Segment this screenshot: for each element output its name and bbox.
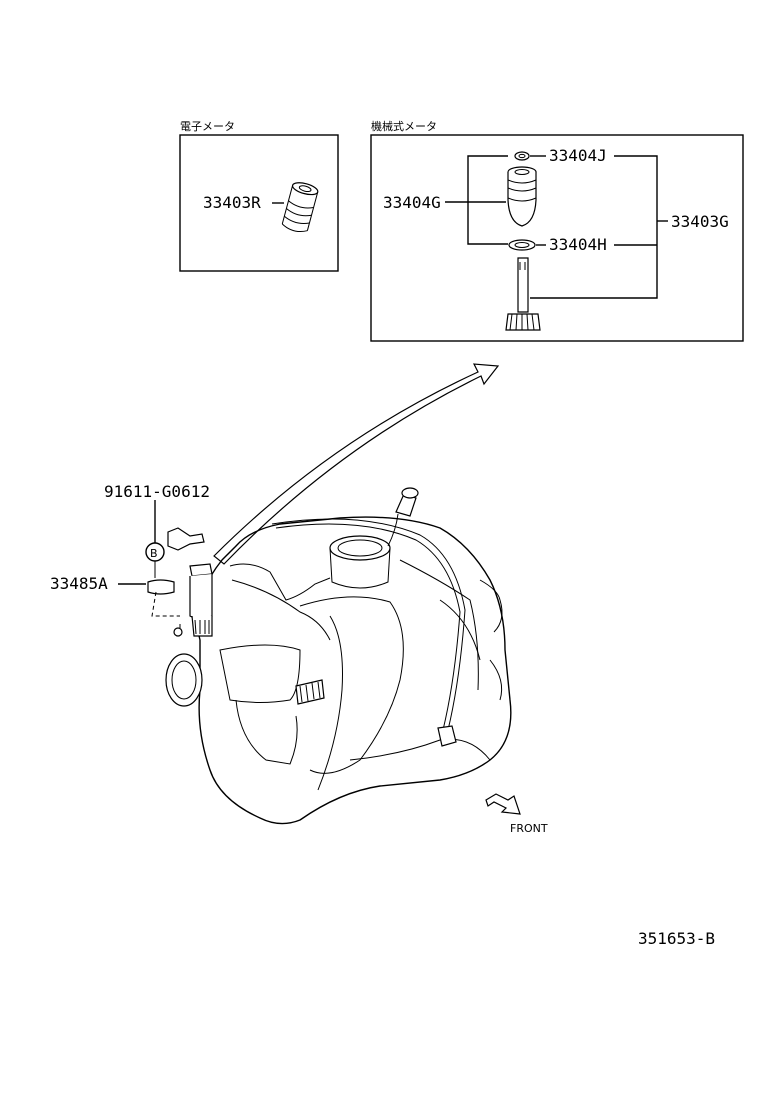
callout-33404J: 33404J [549, 146, 607, 165]
front-direction-arrow: FRONT [485, 793, 548, 835]
transmission-case [165, 487, 512, 825]
speedometer-driven-assembly [147, 527, 213, 637]
mechanical-meter-caption: 機械式メータ [371, 119, 437, 133]
mechanical-meter-frame [370, 134, 744, 342]
oring-33404H-part [508, 239, 536, 251]
ring-33404J-part [514, 151, 530, 161]
callout-91611-G0612: 91611-G0612 [104, 482, 210, 501]
lock-plate-33485A-part [147, 579, 175, 595]
callout-33485A: 33485A [50, 574, 108, 593]
electronic-meter-caption: 電子メータ [180, 120, 235, 133]
callout-B: B [150, 547, 158, 560]
bolt-91611-part [167, 527, 205, 551]
callout-33404G: 33404G [383, 193, 441, 212]
reference-b-marker: B [145, 500, 165, 578]
callout-33404H: 33404H [549, 235, 607, 254]
electronic-meter-box: 電子メータ 33403R [179, 120, 339, 272]
mechanical-meter-box: 機械式メータ 33404J 33404G [370, 119, 744, 342]
sleeve-33403R-part [281, 182, 319, 233]
diagram-id: 351653-B [638, 929, 715, 948]
sleeve-33404G-part [507, 166, 537, 227]
electronic-meter-frame [179, 134, 339, 272]
callout-33403R: 33403R [203, 193, 261, 212]
reference-arrow [213, 363, 500, 565]
callout-33403G: 33403G [671, 212, 729, 231]
front-label: FRONT [510, 822, 548, 835]
driven-gear-part [505, 257, 541, 331]
